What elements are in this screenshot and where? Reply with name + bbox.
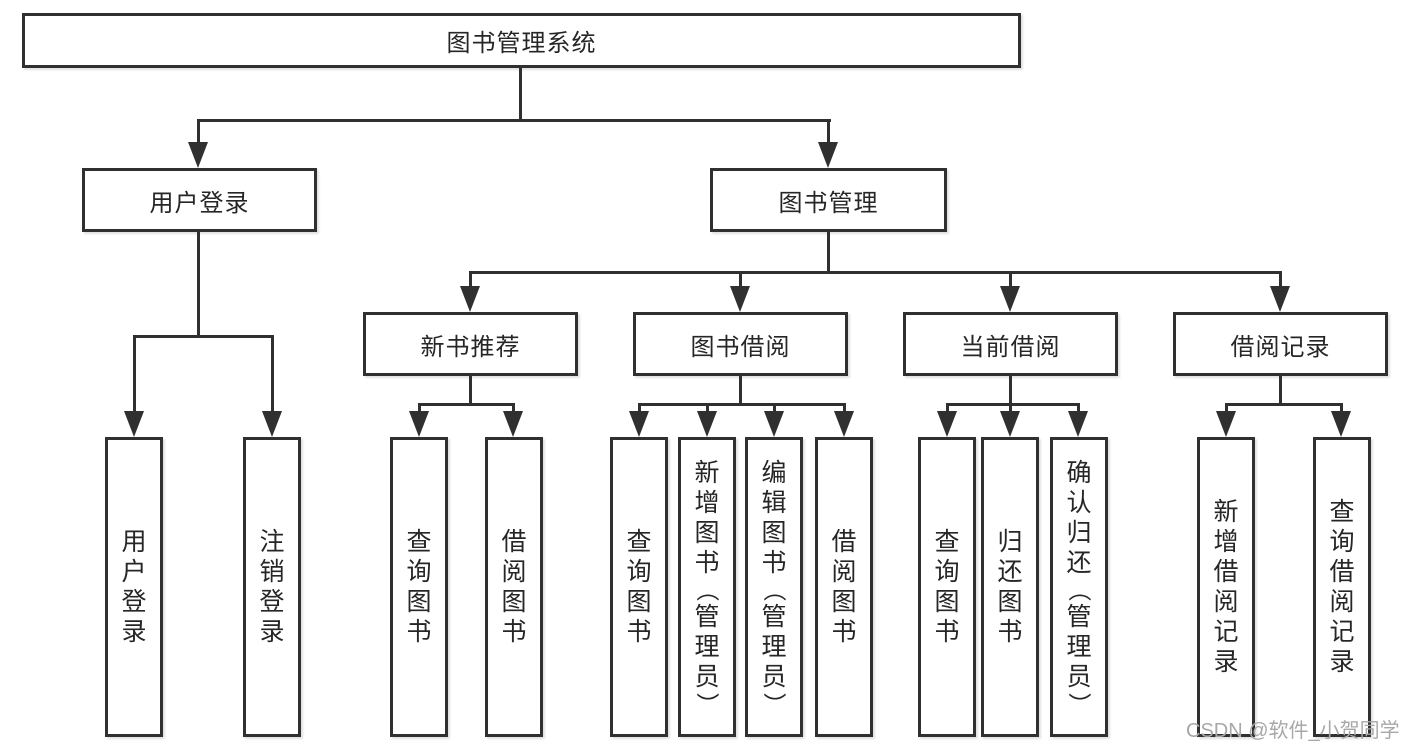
connector-records-drop-1 — [1225, 403, 1228, 414]
leaf-query-borrow-record: 查询借阅记录 — [1313, 437, 1371, 737]
leaf-query-books-3: 查询图书 — [918, 437, 976, 737]
connector-current-drop-3 — [1077, 403, 1080, 414]
connector-root-stem — [519, 68, 522, 122]
csdn-watermark: CSDN @软件_小贺同学 — [1186, 720, 1400, 742]
node-user-login-label: 用户登录 — [149, 189, 250, 217]
arrow-down-icon — [262, 411, 282, 437]
leaf-query-books-1: 查询图书 — [390, 437, 448, 737]
leaf-borrow-books-2: 借阅图书 — [815, 437, 873, 737]
node-book-borrowing-label: 图书借阅 — [690, 333, 791, 361]
connector-recommend-stem — [469, 376, 472, 406]
connector-login-drop-1 — [133, 335, 136, 414]
arrow-down-icon — [188, 142, 208, 168]
connector-borrowing-drop-1 — [638, 403, 641, 414]
leaf-logout: 注销登录 — [243, 437, 301, 737]
node-new-book-recommend: 新书推荐 — [363, 312, 578, 376]
leaf-user-login: 用户登录 — [105, 437, 163, 737]
arrow-down-icon — [460, 286, 480, 312]
connector-login-stem — [197, 232, 200, 338]
arrow-down-icon — [1000, 411, 1020, 437]
connector-login-rail — [133, 335, 274, 338]
node-borrow-records: 借阅记录 — [1173, 312, 1388, 376]
connector-borrowing-stem — [739, 376, 742, 406]
arrow-down-icon — [764, 411, 784, 437]
leaf-query-books-2: 查询图书 — [610, 437, 668, 737]
node-book-borrowing: 图书借阅 — [633, 312, 848, 376]
node-user-login: 用户登录 — [82, 168, 317, 232]
connector-login-drop-2 — [271, 335, 274, 414]
connector-root-rail — [197, 119, 831, 122]
connector-current-rail — [946, 403, 1080, 406]
arrow-down-icon — [1270, 286, 1290, 312]
arrow-down-icon — [629, 411, 649, 437]
connector-recommend-drop-2 — [512, 403, 515, 414]
arrow-down-icon — [1068, 411, 1088, 437]
node-book-management: 图书管理 — [710, 168, 947, 232]
arrow-down-icon — [409, 411, 429, 437]
arrow-down-icon — [834, 411, 854, 437]
node-borrow-records-label: 借阅记录 — [1230, 333, 1331, 361]
arrow-down-icon — [1331, 411, 1351, 437]
connector-mgmt-drop-2 — [739, 271, 742, 289]
arrow-down-icon — [697, 411, 717, 437]
leaf-return-books: 归还图书 — [981, 437, 1039, 737]
connector-current-drop-1 — [946, 403, 949, 414]
node-current-borrowing: 当前借阅 — [903, 312, 1118, 376]
connector-mgmt-drop-1 — [469, 271, 472, 289]
connector-borrowing-rail — [638, 403, 845, 406]
arrow-down-icon — [818, 142, 838, 168]
connector-records-rail — [1225, 403, 1343, 406]
connector-borrowing-drop-2 — [706, 403, 709, 414]
node-new-book-recommend-label: 新书推荐 — [420, 333, 521, 361]
leaf-add-borrow-record: 新增借阅记录 — [1197, 437, 1255, 737]
leaf-add-books-admin: 新增图书（管理员） — [678, 437, 736, 737]
leaf-borrow-books-1: 借阅图书 — [485, 437, 543, 737]
connector-mgmt-rail — [469, 271, 1281, 274]
arrow-down-icon — [1000, 286, 1020, 312]
connector-recommend-rail — [418, 403, 515, 406]
connector-borrowing-drop-4 — [843, 403, 846, 414]
connector-root-drop-left — [197, 119, 200, 146]
arrow-down-icon — [730, 286, 750, 312]
connector-mgmt-stem — [827, 232, 830, 274]
connector-mgmt-drop-3 — [1009, 271, 1012, 289]
arrow-down-icon — [503, 411, 523, 437]
leaf-edit-books-admin: 编辑图书（管理员） — [745, 437, 803, 737]
connector-recommend-drop-1 — [418, 403, 421, 414]
arrow-down-icon — [124, 411, 144, 437]
node-current-borrowing-label: 当前借阅 — [960, 333, 1061, 361]
connector-records-drop-2 — [1340, 403, 1343, 414]
connector-mgmt-drop-4 — [1279, 271, 1282, 289]
arrow-down-icon — [937, 411, 957, 437]
node-book-management-label: 图书管理 — [778, 189, 879, 217]
node-library-system-label: 图书管理系统 — [446, 30, 597, 57]
leaf-confirm-return-admin: 确认归还（管理员） — [1050, 437, 1108, 737]
connector-borrowing-drop-3 — [773, 403, 776, 414]
connector-current-stem — [1009, 376, 1012, 406]
connector-records-stem — [1279, 376, 1282, 406]
arrow-down-icon — [1216, 411, 1236, 437]
connector-current-drop-2 — [1009, 403, 1012, 414]
node-library-system: 图书管理系统 — [22, 13, 1021, 68]
connector-root-drop-right — [827, 119, 830, 146]
